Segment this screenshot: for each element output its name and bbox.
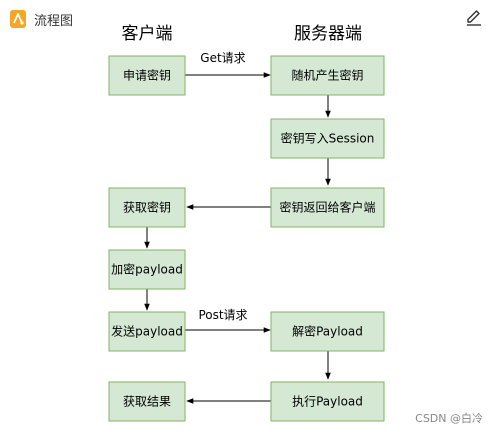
node-execute-payload-label: 执行Payload — [292, 395, 363, 409]
edit-button[interactable] — [461, 4, 487, 30]
diagram-header: 流程图 — [8, 8, 73, 30]
pencil-icon — [467, 10, 481, 26]
edge-label-get-request: Get请求 — [200, 51, 245, 65]
server-column-title: 服务器端 — [294, 24, 362, 44]
node-send-payload[interactable]: 发送payload — [108, 311, 186, 352]
node-send-payload-label: 发送payload — [111, 324, 183, 339]
node-return-key-label: 密钥返回给客户端 — [279, 200, 375, 215]
node-decrypt-payload[interactable]: 解密Payload — [270, 311, 385, 352]
node-decrypt-payload-label: 解密Payload — [292, 324, 363, 339]
node-write-session[interactable]: 密钥写入Session — [270, 118, 385, 159]
node-return-key[interactable]: 密钥返回给客户端 — [270, 187, 385, 228]
node-encrypt-payload[interactable]: 加密payload — [108, 249, 186, 290]
node-write-session-label: 密钥写入Session — [281, 131, 375, 146]
diagram-title: 流程图 — [34, 13, 74, 29]
watermark: CSDN @白冷 — [415, 412, 483, 425]
node-encrypt-payload-label: 加密payload — [111, 262, 183, 277]
node-get-result-label: 获取结果 — [123, 395, 171, 409]
node-generate-key-label: 随机产生密钥 — [291, 68, 363, 83]
node-get-result[interactable]: 获取结果 — [108, 381, 186, 422]
client-column-title: 客户端 — [122, 24, 173, 44]
node-get-key[interactable]: 获取密钥 — [108, 187, 186, 228]
node-execute-payload[interactable]: 执行Payload — [270, 381, 385, 422]
edge-label-post-request: Post请求 — [198, 308, 247, 322]
document-icon — [10, 10, 26, 28]
node-get-key-label: 获取密钥 — [123, 200, 171, 215]
node-generate-key[interactable]: 随机产生密钥 — [270, 55, 385, 96]
node-apply-key[interactable]: 申请密钥 — [108, 55, 186, 96]
node-apply-key-label: 申请密钥 — [123, 68, 171, 83]
